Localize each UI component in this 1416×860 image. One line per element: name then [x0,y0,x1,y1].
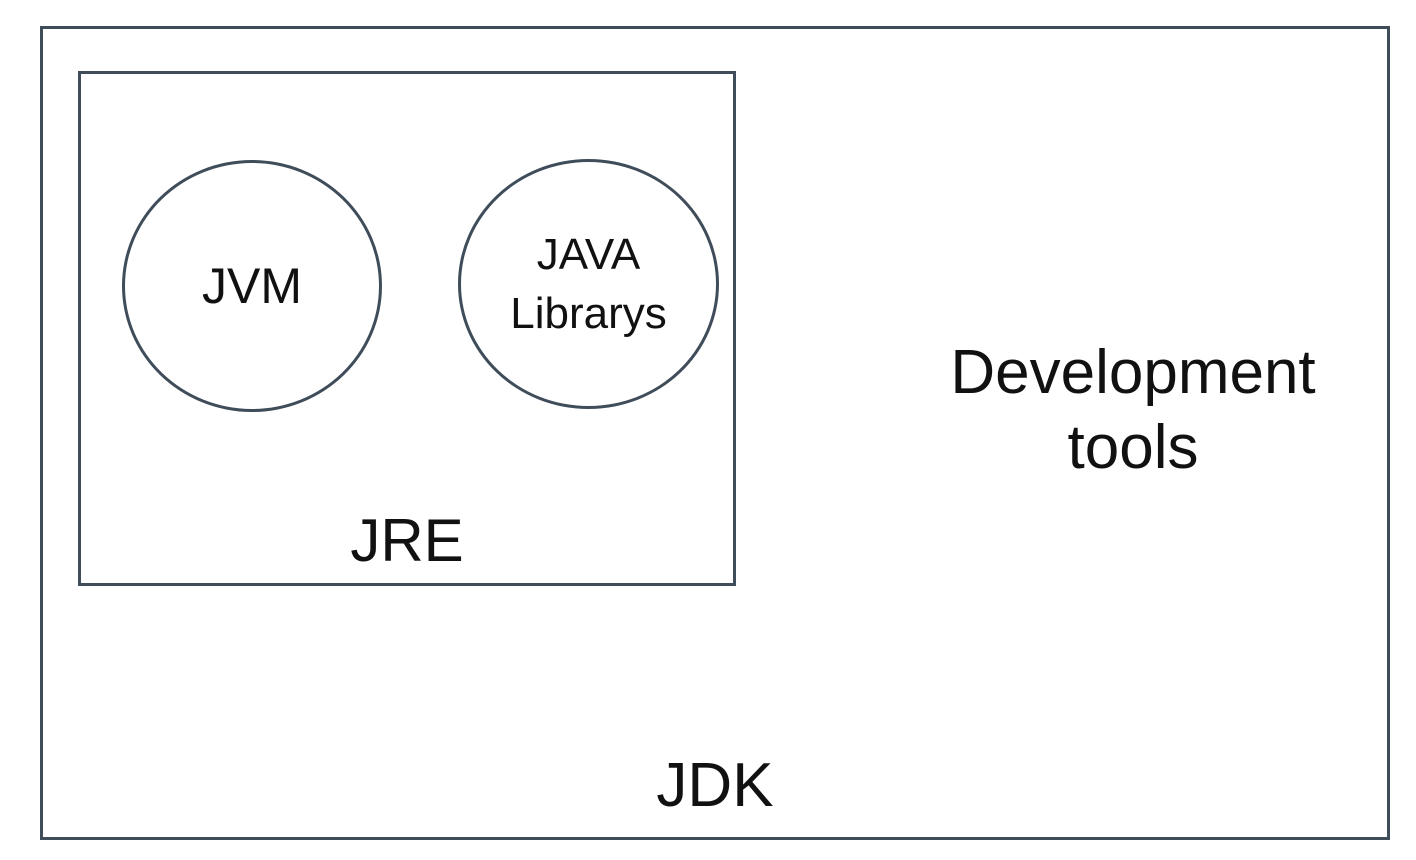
jre-label: JRE [350,507,464,574]
jre-box: JVM JAVA Librarys JRE [78,71,736,586]
jdk-label: JDK [656,750,774,820]
java-librarys-circle: JAVA Librarys [458,159,719,409]
jdk-box: JVM JAVA Librarys JRE Development tools … [40,26,1390,840]
java-librarys-label: JAVA Librarys [510,229,667,338]
jvm-circle: JVM [122,160,382,412]
jvm-label: JVM [202,258,302,314]
development-tools-label: Development tools [950,338,1316,483]
